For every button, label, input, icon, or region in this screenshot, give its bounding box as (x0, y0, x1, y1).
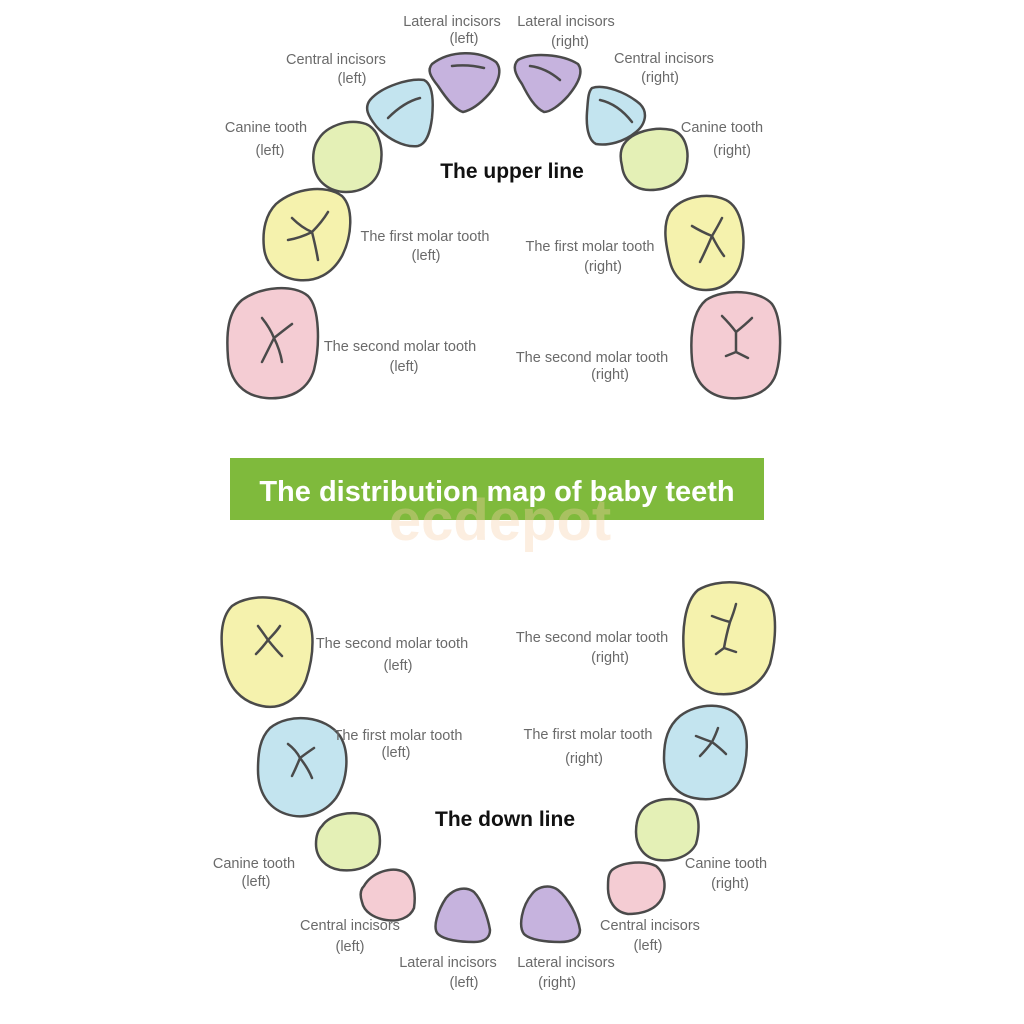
upper-canine-left-shape (311, 120, 383, 194)
upper-lateral-right-label: Lateral incisors (right) (517, 14, 619, 50)
upper-second-molar-left-label: The second molar tooth (left) (324, 339, 480, 375)
upper-central-right-label: Central incisors (right) (614, 51, 718, 86)
upper-lateral-left-label: Lateral incisors (left) (403, 14, 505, 47)
lower-lateral-right-label: Lateral incisors (right) (517, 955, 619, 991)
lower-second-molar-right-label: The second molar tooth (right) (516, 630, 672, 666)
lower-first-molar-right-label: The first molar tooth (right) (524, 727, 657, 767)
lower-second-molar-left-label: The second molar tooth (left) (316, 636, 472, 674)
lower-canine-right (634, 797, 700, 862)
upper-central-incisor-right-groove (598, 98, 634, 124)
lower-first-molar-right (662, 704, 748, 801)
upper-canine-right-label: Canine tooth (right) (681, 120, 767, 159)
upper-canine-left-label: Canine tooth (left) (225, 120, 311, 159)
upper-central-left-label: Central incisors (left) (286, 52, 390, 87)
lower-lateral-incisor-right-shape (520, 885, 582, 944)
title-banner-text: The distribution map of baby teeth (259, 476, 734, 508)
lower-canine-left-shape (314, 812, 382, 872)
lower-second-molar-left-groove (254, 624, 284, 658)
upper-canine-right (619, 127, 689, 192)
upper-lateral-incisor-right-shape (513, 53, 582, 114)
lower-central-incisor-right-shape (606, 861, 666, 916)
lower-first-molar-left-label: The first molar tooth (left) (334, 728, 467, 761)
upper-central-incisor-left (365, 78, 434, 148)
upper-first-molar-right (664, 194, 745, 292)
upper-second-molar-right-groove (720, 314, 754, 360)
upper-lateral-incisor-left-groove (450, 64, 486, 70)
upper-canine-left (311, 120, 383, 194)
upper-first-molar-left-groove (286, 210, 330, 262)
upper-first-molar-left-label: The first molar tooth (left) (361, 229, 494, 264)
lower-central-left-label: Central incisors (left) (300, 918, 404, 955)
upper-second-molar-left (226, 286, 320, 400)
lower-central-incisor-left (359, 868, 416, 922)
lower-first-molar-right-shape (662, 704, 748, 801)
watermark-text: ecdepot (389, 488, 611, 553)
lower-central-incisor-right (606, 861, 666, 916)
lower-second-molar-left (220, 596, 314, 709)
upper-first-molar-right-label: The first molar tooth (right) (526, 239, 659, 275)
lower-second-molar-right-shape (682, 581, 777, 696)
upper-line-heading: The upper line (440, 160, 584, 183)
lower-canine-right-shape (634, 797, 700, 862)
lower-second-molar-right (682, 581, 777, 696)
upper-central-incisor-right (585, 85, 647, 146)
upper-lateral-incisor-left-shape (428, 52, 501, 114)
upper-lateral-incisor-left (428, 52, 501, 114)
title-banner (230, 458, 764, 520)
lower-first-molar-left-groove (286, 742, 316, 780)
lower-first-molar-right-groove (694, 726, 728, 758)
upper-central-incisor-left-shape (365, 78, 434, 148)
upper-first-molar-right-shape (664, 194, 745, 292)
upper-lateral-incisor-right-groove (528, 64, 562, 82)
upper-lateral-incisor-right (513, 53, 582, 114)
upper-second-molar-right-label: The second molar tooth (right) (516, 350, 672, 383)
upper-first-molar-left (262, 187, 352, 282)
lower-lateral-left-label: Lateral incisors (left) (399, 955, 501, 991)
lower-canine-right-label: Canine tooth (right) (685, 856, 771, 892)
lower-lateral-incisor-left (434, 887, 492, 944)
lower-lateral-incisor-right (520, 885, 582, 944)
lower-first-molar-left (256, 716, 348, 818)
lower-canine-left (314, 812, 382, 872)
lower-first-molar-left-shape (256, 716, 348, 818)
lower-canine-left-label: Canine tooth (left) (213, 856, 299, 890)
lower-second-molar-right-groove (710, 602, 738, 656)
upper-canine-right-shape (619, 127, 689, 192)
lower-second-molar-left-shape (220, 596, 314, 709)
lower-central-incisor-left-shape (359, 868, 416, 922)
upper-first-molar-right-groove (690, 216, 726, 264)
upper-second-molar-left-groove (260, 316, 294, 364)
down-line-heading: The down line (435, 808, 575, 831)
upper-central-incisor-left-groove (386, 96, 422, 120)
upper-second-molar-right (690, 290, 782, 400)
lower-lateral-incisor-left-shape (434, 887, 492, 944)
lower-central-right-label: Central incisors (left) (600, 918, 704, 954)
